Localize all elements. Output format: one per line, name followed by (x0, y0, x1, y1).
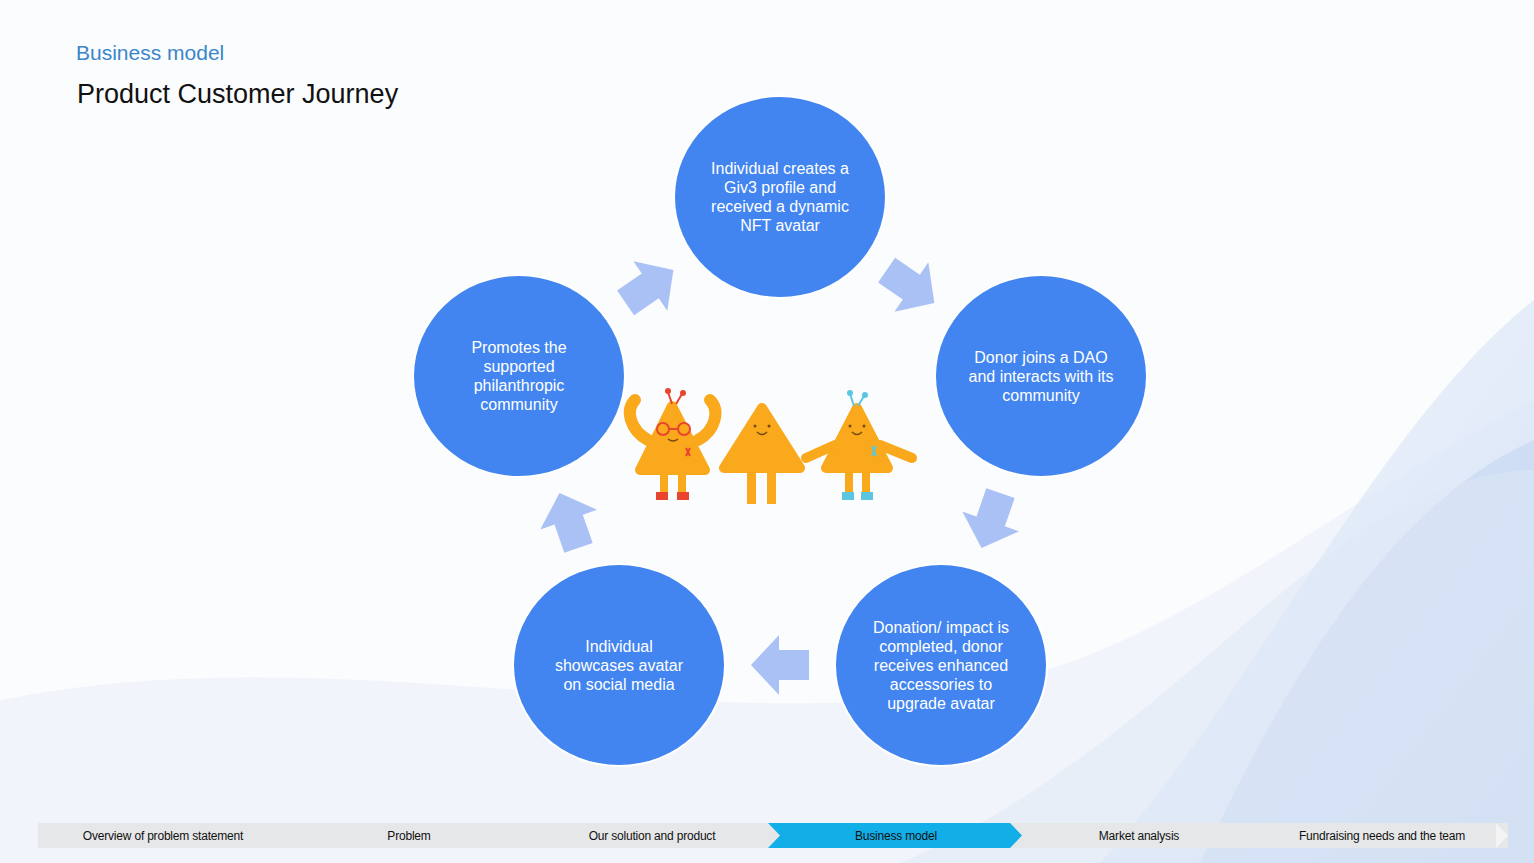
nav-item: Business model (855, 829, 937, 843)
journey-circle: Individual showcases avatar on social me… (514, 565, 724, 765)
nav-item: Fundraising needs and the team (1299, 829, 1465, 843)
journey-circle: Donor joins a DAO and interacts with its… (936, 276, 1146, 476)
circle-text: Individual creates a Giv3 profile and re… (705, 159, 855, 235)
slide-title: Product Customer Journey (77, 79, 398, 110)
circle-text: Promotes the supported philanthropic com… (444, 338, 594, 414)
nav-highlight (768, 823, 1022, 848)
section-label: Business model (76, 41, 224, 65)
nav-item: Our solution and product (589, 829, 716, 843)
nav-item: Overview of problem statement (83, 829, 243, 843)
block-arrow (540, 493, 597, 553)
block-arrow (751, 635, 809, 695)
block-arrow (617, 261, 673, 315)
circle-text: Donation/ impact is completed, donor rec… (866, 618, 1016, 713)
wave (0, 400, 1534, 863)
block-arrow (878, 258, 934, 312)
circle-text: Donor joins a DAO and interacts with its… (966, 348, 1116, 405)
circle-text: Individual showcases avatar on social me… (544, 637, 694, 694)
nav-item: Problem (387, 829, 430, 843)
nav-item: Market analysis (1099, 829, 1179, 843)
block-arrow (962, 488, 1019, 548)
journey-circle: Promotes the supported philanthropic com… (414, 276, 624, 476)
journey-circle: Individual creates a Giv3 profile and re… (675, 97, 885, 297)
nav-band (38, 823, 1508, 848)
journey-circle: Donation/ impact is completed, donor rec… (836, 565, 1046, 765)
mascot-illustration (610, 380, 930, 510)
nav-end (1496, 823, 1508, 848)
